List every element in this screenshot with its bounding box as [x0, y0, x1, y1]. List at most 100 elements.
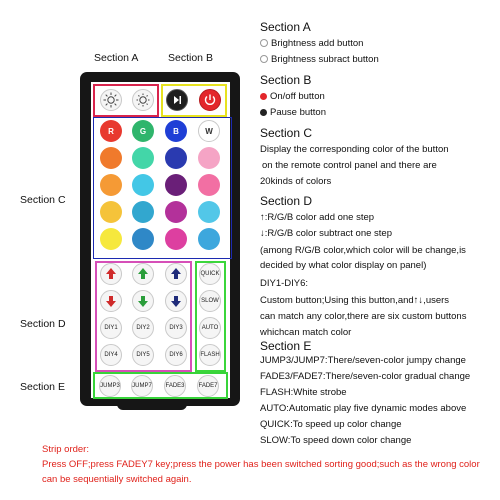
remote-bottom-tab	[117, 400, 187, 410]
color-button-r1-c1[interactable]: R	[100, 120, 122, 142]
fade3-button[interactable]: FADE3	[164, 375, 186, 397]
section-e-line-2: FADE3/FADE7:There/seven-color gradual ch…	[260, 371, 471, 382]
blue-down-button[interactable]	[165, 290, 187, 312]
arrow-up-icon	[106, 268, 116, 279]
right-section-e-title: Section E	[260, 339, 312, 353]
onoff-text: On/off button	[270, 91, 325, 102]
section-d-line-4: decided by what color display on panel)	[260, 260, 427, 271]
section-e-line-6: SLOW:To speed down color change	[260, 435, 412, 446]
color-button-r5-c4[interactable]	[198, 228, 220, 250]
jump7-button[interactable]: JUMP7	[131, 375, 153, 397]
red-down-button[interactable]	[100, 290, 122, 312]
diy3-button[interactable]: DIY3	[165, 317, 187, 339]
color-button-r4-c2[interactable]	[132, 201, 154, 223]
section-d-label: Section D	[20, 318, 66, 330]
color-button-r3-c3[interactable]	[165, 174, 187, 196]
section-b-label: Section B	[168, 52, 213, 64]
diy1-button[interactable]: DIY1	[100, 317, 122, 339]
onoff-desc: On/off button	[260, 91, 325, 103]
section-e-line-5: QUICK:To speed up color change	[260, 419, 402, 430]
brightness-add-desc: Brightness add button	[260, 38, 363, 50]
color-button-r2-c4[interactable]	[198, 147, 220, 169]
brightness-add-button[interactable]	[100, 89, 122, 111]
section-c-line-3: 20kinds of colors	[260, 176, 332, 187]
arrow-down-icon	[171, 296, 181, 307]
jump3-button[interactable]: JUMP3	[99, 375, 121, 397]
color-button-r3-c4[interactable]	[198, 174, 220, 196]
rgb-label-w: W	[205, 126, 213, 136]
diy2-button[interactable]: DIY2	[132, 317, 154, 339]
play-pause-icon	[174, 96, 181, 104]
color-button-r1-c2[interactable]: G	[132, 120, 154, 142]
auto-button[interactable]: AUTO	[199, 317, 221, 339]
color-button-r4-c1[interactable]	[100, 201, 122, 223]
section-c-box	[93, 117, 232, 259]
brightness-subtract-mini-icon	[260, 55, 268, 64]
quick-button[interactable]: QUICK	[199, 263, 221, 285]
flash-button[interactable]: FLASH	[199, 344, 221, 366]
section-c-label: Section C	[20, 194, 66, 206]
strip-order-title: Strip order:	[42, 444, 89, 455]
rgb-label-g: G	[139, 126, 147, 136]
section-c-line-2: on the remote control panel and there ar…	[262, 160, 437, 171]
section-d-line-5: DIY1-DIY6:	[260, 278, 309, 289]
diy4-label: DIY4	[104, 352, 118, 358]
strip-order-line-2: can be sequentially switched again.	[42, 474, 192, 485]
color-button-r3-c1[interactable]	[100, 174, 122, 196]
diy5-label: DIY5	[136, 352, 150, 358]
diy3-label: DIY3	[169, 325, 183, 331]
brightness-add-text: Brightness add button	[271, 38, 364, 49]
section-d-line-7: can match any color,there are six custom…	[260, 311, 467, 322]
brightness-subtract-button[interactable]	[132, 89, 154, 111]
jump7-label: JUMP7	[132, 383, 152, 389]
diy4-button[interactable]: DIY4	[100, 344, 122, 366]
color-button-r4-c4[interactable]	[198, 201, 220, 223]
section-e-line-1: JUMP3/JUMP7:There/seven-color jumpy chan…	[260, 355, 466, 366]
section-c-line-1: Display the corresponding color of the b…	[260, 144, 449, 155]
color-button-r3-c2[interactable]	[132, 174, 154, 196]
auto-label: AUTO	[201, 325, 219, 331]
slow-button[interactable]: SLOW	[199, 290, 221, 312]
arrow-up-icon	[171, 268, 181, 279]
green-down-button[interactable]	[132, 290, 154, 312]
section-d-side-box	[195, 261, 226, 372]
section-e-line-4: AUTO:Automatic play five dynamic modes a…	[260, 403, 467, 414]
fade3-label: FADE3	[165, 383, 185, 389]
color-button-r2-c3[interactable]	[165, 147, 187, 169]
strip-order-line-1: Press OFF;press FADEY7 key;press the pow…	[42, 459, 480, 470]
power-icon	[204, 94, 216, 105]
green-up-button[interactable]	[132, 263, 154, 285]
section-b-box	[161, 84, 227, 117]
brightness-add-mini-icon	[260, 39, 268, 48]
section-d-box	[95, 261, 192, 372]
pause-button[interactable]	[166, 89, 188, 111]
section-d-line-8: whichcan match color	[260, 327, 352, 338]
fade7-button[interactable]: FADE7	[197, 375, 219, 397]
power-mini-icon	[260, 92, 267, 100]
rgb-label-b: B	[173, 126, 179, 136]
diy6-button[interactable]: DIY6	[165, 344, 187, 366]
pause-mini-icon	[260, 108, 267, 116]
color-button-r5-c2[interactable]	[132, 228, 154, 250]
right-section-c-title: Section C	[260, 126, 313, 140]
section-e-box	[93, 372, 228, 399]
section-e-line-3: FLASH:White strobe	[260, 387, 347, 398]
color-button-r1-c4[interactable]: W	[198, 120, 220, 142]
color-button-r5-c1[interactable]	[100, 228, 122, 250]
quick-label: QUICK	[200, 271, 220, 277]
color-button-r2-c1[interactable]	[100, 147, 122, 169]
color-button-r1-c3[interactable]: B	[165, 120, 187, 142]
right-section-b-title: Section B	[260, 73, 312, 87]
brightness-subtract-text: Brightness subract button	[271, 54, 379, 65]
flash-label: FLASH	[200, 352, 220, 358]
section-e-label: Section E	[20, 381, 65, 393]
power-button[interactable]	[199, 89, 221, 111]
color-button-r4-c3[interactable]	[165, 201, 187, 223]
diy5-button[interactable]: DIY5	[132, 344, 154, 366]
color-button-r2-c2[interactable]	[132, 147, 154, 169]
diy6-label: DIY6	[169, 352, 183, 358]
blue-up-button[interactable]	[165, 263, 187, 285]
pause-text: Pause button	[270, 107, 326, 118]
red-up-button[interactable]	[100, 263, 122, 285]
color-button-r5-c3[interactable]	[165, 228, 187, 250]
